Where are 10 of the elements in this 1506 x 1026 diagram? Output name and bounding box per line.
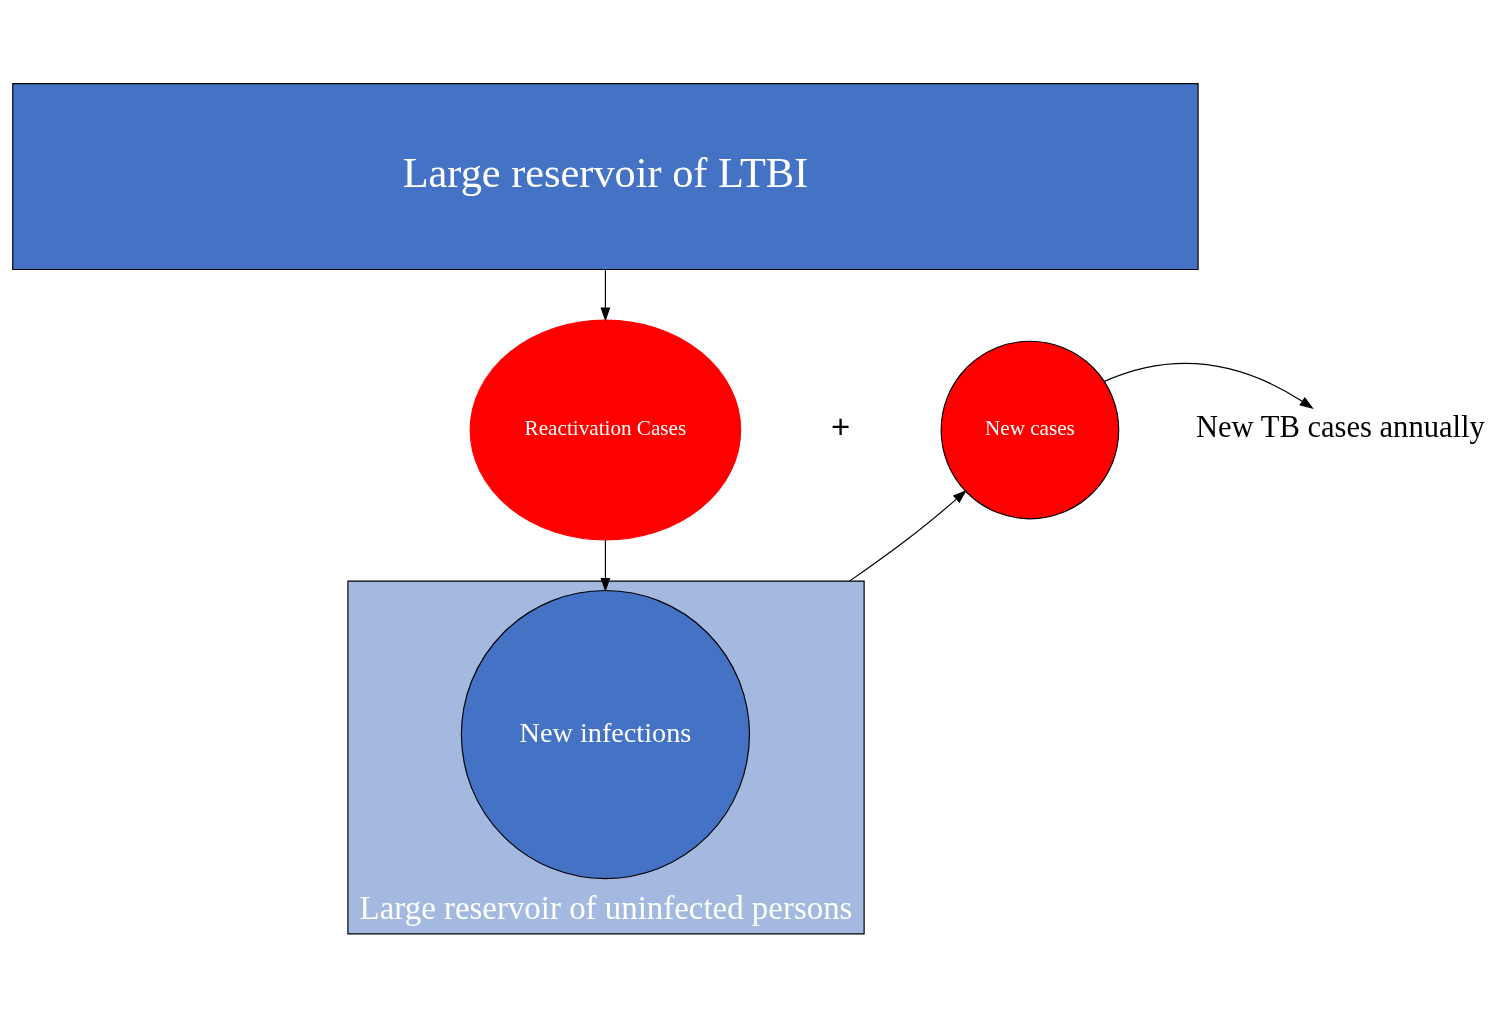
node-ellipse: Reactivation Cases xyxy=(469,318,742,541)
node-text: New TB cases annually xyxy=(1195,409,1485,444)
arrow xyxy=(848,489,967,582)
node-circle: New cases xyxy=(940,340,1120,519)
arrow xyxy=(600,268,611,322)
node-box: Large reservoir of LTBI xyxy=(12,82,1199,270)
arrow xyxy=(600,539,611,592)
label: + xyxy=(831,407,851,445)
node-circle: New infections xyxy=(460,589,751,879)
arrow xyxy=(1103,362,1314,409)
